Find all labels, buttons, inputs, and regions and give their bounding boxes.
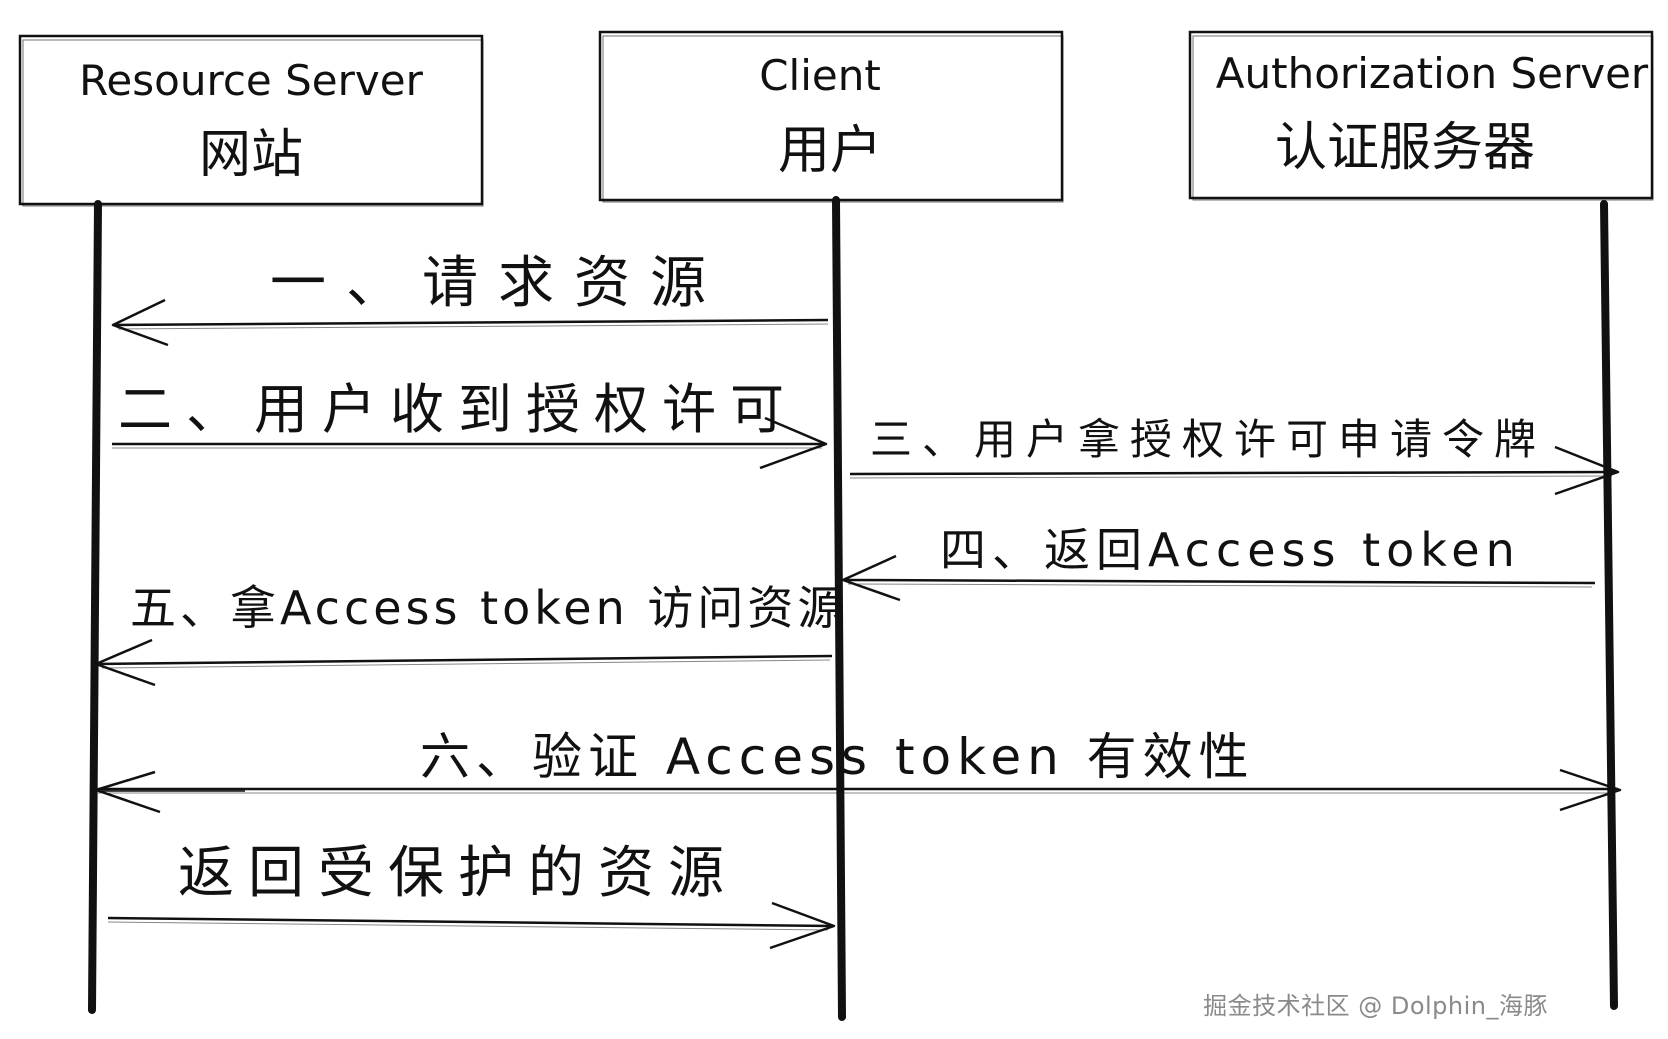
message-label: 六、验证 Access token 有效性 [420, 728, 1255, 786]
message-label: 四、返回Access token [940, 523, 1521, 577]
participant-zh-label: 认证服务器 [1275, 118, 1535, 178]
participant-en-label: Resource Server [79, 56, 423, 105]
message-label: 返回受保护的资源 [178, 841, 738, 906]
lifeline-authorization-server [1600, 200, 1618, 1010]
message-label: 一、请求资源 [270, 251, 726, 316]
message-label: 三、用户拿授权许可申请令牌 [870, 415, 1546, 464]
message-7: 返回受保护的资源 [107, 841, 836, 950]
message-2: 二、用户收到授权许可 [112, 378, 828, 470]
lifeline-client [832, 196, 846, 1021]
participant-en-label: Client [759, 51, 881, 100]
message-1: 一、请求资源 [111, 251, 829, 347]
message-4: 四、返回Access token [841, 523, 1596, 602]
message-6: 六、验证 Access token 有效性 [94, 728, 1622, 814]
participant-client: Client 用户 [598, 30, 1064, 203]
message-label: 二、用户收到授权许可 [118, 378, 798, 441]
participant-zh-label: 网站 [199, 125, 303, 185]
message-label: 五、拿Access token 访问资源 [130, 581, 847, 635]
message-3: 三、用户拿授权许可申请令牌 [849, 415, 1620, 496]
participant-en-label: Authorization Server [1216, 49, 1649, 98]
message-5: 五、拿Access token 访问资源 [94, 581, 847, 687]
lifeline-resource-server [88, 200, 102, 1014]
participant-authorization-server: Authorization Server 认证服务器 [1188, 30, 1654, 201]
participant-resource-server: Resource Server 网站 [18, 34, 484, 207]
participant-zh-label: 用户 [778, 121, 882, 181]
watermark: 掘金技术社区 @ Dolphin_海豚 [1203, 992, 1548, 1020]
